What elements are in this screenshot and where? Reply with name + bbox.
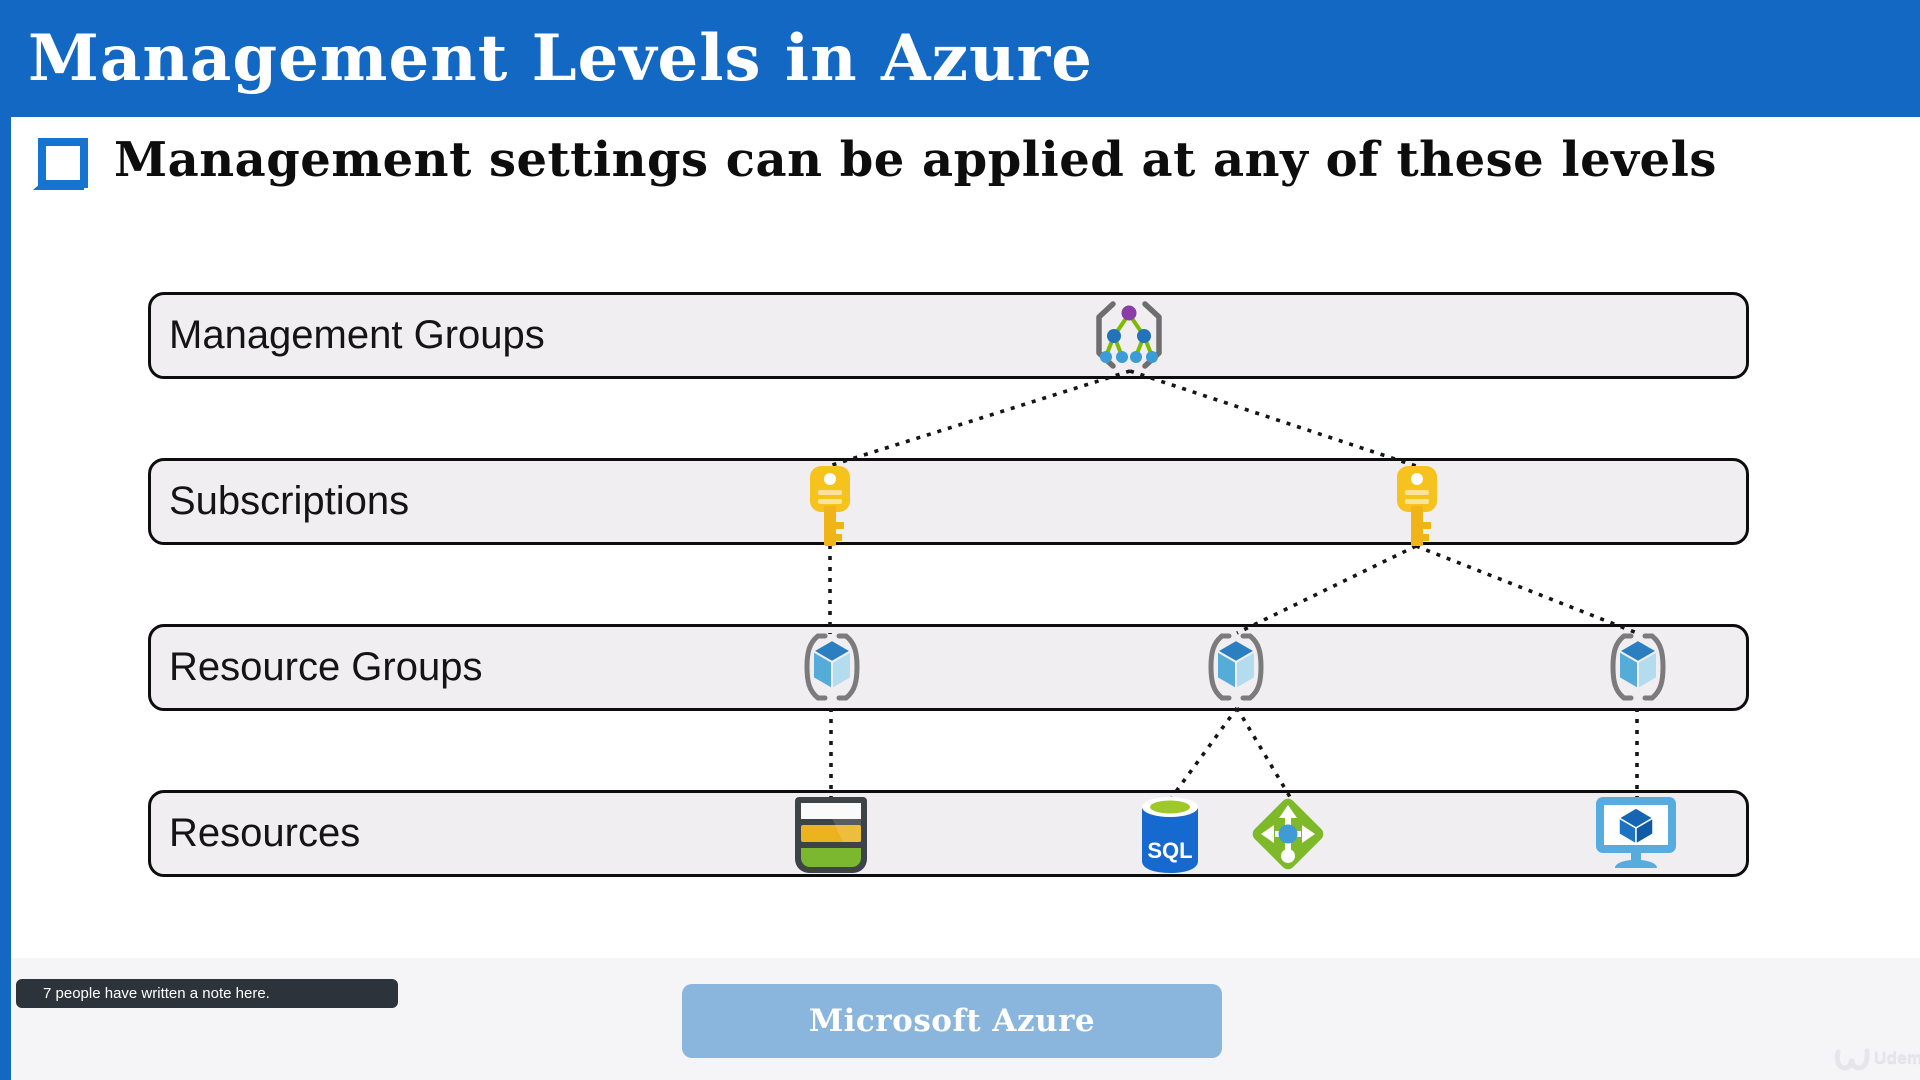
resource-group-icon (1208, 633, 1264, 701)
udemy-logo-icon (1834, 1048, 1870, 1071)
notes-tooltip[interactable]: 7 people have written a note here. (16, 979, 398, 1008)
load-balancer-icon (1252, 798, 1324, 870)
sql-database-icon: SQL (1142, 797, 1198, 873)
management-groups-icon (1096, 301, 1162, 369)
level-box-resource-groups: Resource Groups (148, 624, 1749, 711)
sql-icon-label: SQL (1147, 838, 1192, 863)
course-title-badge: Microsoft Azure Fundamentals (682, 984, 1222, 1080)
virtual-machine-icon (1596, 797, 1676, 868)
level-label: Resources (169, 811, 361, 855)
resource-group-icon (804, 633, 860, 701)
slide-header: Management Levels in Azure (0, 0, 1920, 117)
level-label: Resource Groups (169, 645, 483, 689)
level-box-subscriptions: Subscriptions (148, 458, 1749, 545)
left-accent-strip (0, 0, 11, 1080)
key-icon (1397, 466, 1437, 546)
level-label: Management Groups (169, 313, 545, 357)
udemy-watermark: Udemy (1834, 1044, 1920, 1072)
key-icon (810, 466, 850, 546)
page-title: Management Levels in Azure (28, 21, 1093, 96)
checkbox-bullet-icon (33, 138, 88, 190)
storage-account-icon (795, 797, 867, 873)
resource-group-icon (1610, 633, 1666, 701)
bullet-row: Management settings can be applied at an… (30, 128, 1717, 198)
udemy-watermark-text: Udemy (1874, 1048, 1920, 1067)
level-box-resources: Resources (148, 790, 1749, 877)
bullet-text: Management settings can be applied at an… (114, 132, 1717, 188)
level-label: Subscriptions (169, 479, 410, 523)
level-box-management-groups: Management Groups (148, 292, 1749, 379)
